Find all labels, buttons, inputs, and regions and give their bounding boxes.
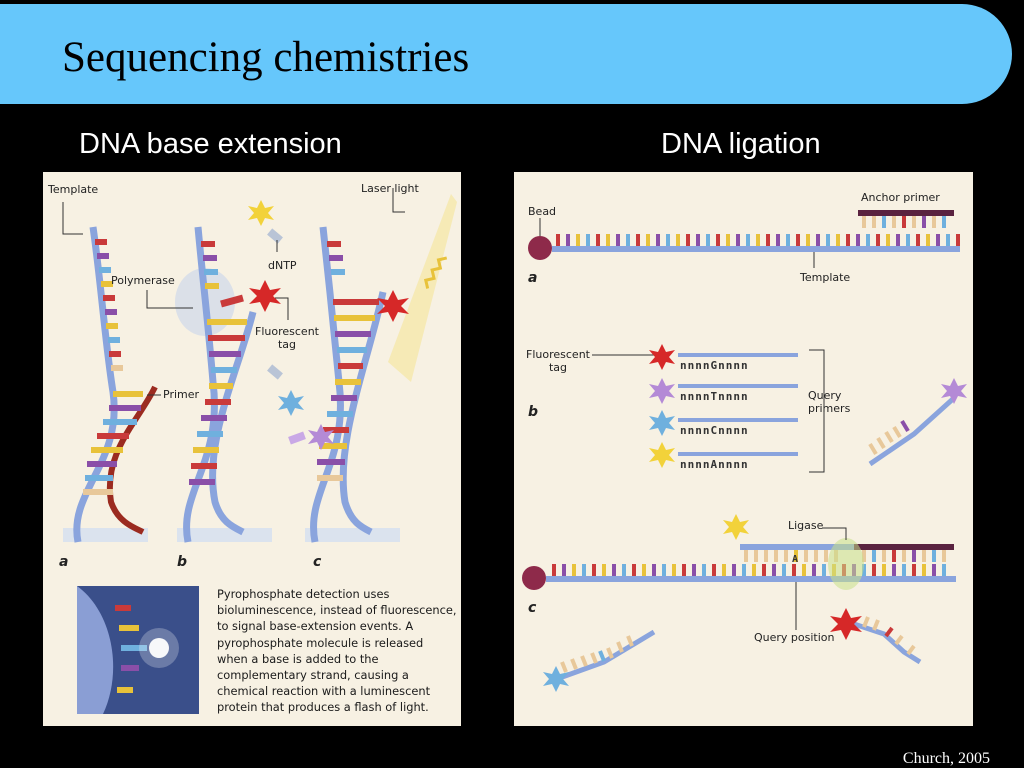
- laser-light-label: Laser light: [361, 182, 419, 195]
- red-star-icon-loose: [830, 608, 862, 640]
- purple-star-icon-loose: [941, 378, 967, 404]
- fluorescent-tag-label-right: Fluorescent tag: [526, 348, 590, 374]
- bead-a: [528, 236, 552, 260]
- fluorescent-tag-label: Fluorescent tag: [255, 325, 319, 351]
- template-label: Template: [48, 183, 99, 196]
- right-heading: DNA ligation: [661, 128, 821, 160]
- blue-star-icon-loose: [543, 666, 569, 692]
- ligase-label: Ligase: [788, 519, 824, 532]
- yellow-star-icon-c: [723, 514, 749, 540]
- ligase-enzyme: [828, 538, 864, 590]
- red-star-icon: [249, 280, 281, 312]
- bead-label: Bead: [528, 205, 557, 218]
- title-bar: [0, 4, 1012, 104]
- purple-star-icon: [649, 378, 675, 404]
- primer-label: Primer: [163, 388, 200, 401]
- base-extension-panel: Template Laser light dNTP Polymerase Flu…: [43, 172, 461, 726]
- query-primer-t: nnnnTnnnn: [680, 390, 749, 403]
- query-primer-a: nnnnAnnnn: [680, 458, 749, 471]
- ligation-letter-a: a: [528, 270, 538, 286]
- ligation-letter-b: b: [528, 404, 539, 420]
- helix-c: [310, 226, 387, 543]
- bead-c: [522, 566, 546, 590]
- blue-star-icon: [278, 390, 304, 416]
- polymerase-label: Polymerase: [111, 274, 175, 287]
- helix-b: [175, 226, 257, 543]
- left-heading: DNA base extension: [79, 128, 342, 160]
- ligation-letter-c: c: [528, 600, 537, 616]
- query-position-label: Query position: [754, 631, 835, 644]
- red-star-icon: [649, 344, 675, 370]
- ligation-diagram: [522, 210, 967, 692]
- panel-letter-c: c: [313, 554, 322, 570]
- yellow-star-icon: [248, 200, 274, 226]
- ligation-panel: Bead Anchor primer Template a Fluorescen…: [514, 172, 973, 726]
- red-star-icon-c: [377, 290, 409, 322]
- citation-credit: Church, 2005: [902, 750, 990, 767]
- anchor-primer-label: Anchor primer: [861, 191, 940, 204]
- query-base-marker: A: [792, 554, 800, 565]
- slide-title: Sequencing chemistries: [62, 34, 470, 81]
- query-primer-c: nnnnCnnnn: [680, 424, 749, 437]
- dntp-label: dNTP: [268, 259, 297, 272]
- pyrophosphate-caption: Pyrophosphate detection uses bioluminesc…: [217, 587, 457, 715]
- panel-letter-b: b: [177, 554, 188, 570]
- yellow-star-icon: [649, 442, 675, 468]
- query-primer-rows: [678, 353, 798, 456]
- template-label-right: Template: [800, 271, 851, 284]
- query-primers-label: Query primers: [808, 389, 851, 415]
- purple-star-icon: [308, 424, 334, 450]
- query-primer-g: nnnnGnnnn: [680, 359, 749, 372]
- helix-a: [73, 226, 158, 543]
- base-extension-diagram: [62, 188, 457, 714]
- panel-letter-a: a: [59, 554, 69, 570]
- anchor-primer-a: [858, 210, 954, 216]
- blue-star-icon: [649, 410, 675, 436]
